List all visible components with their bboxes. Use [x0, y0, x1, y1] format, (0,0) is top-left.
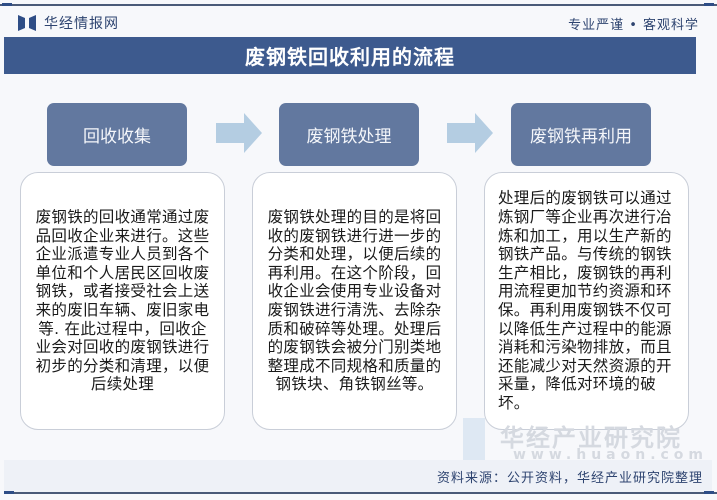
description-card-collection: 废钢铁的回收通常通过废品回收企业来进行。这些企业派遣专业人员到各个单位和个人居民…	[20, 172, 225, 430]
logo-text: 华经情报网	[44, 16, 119, 32]
arrow-right-icon	[447, 113, 493, 153]
arrow-right-icon	[216, 113, 262, 153]
step-label: 废钢铁再利用	[530, 127, 632, 147]
description-text: 处理后的废钢铁可以通过炼钢厂等企业再次进行冶炼和加工，用以生产新的钢铁产品。与传…	[498, 189, 672, 412]
logo-icon	[18, 15, 36, 31]
description-text: 废钢铁处理的目的是将回收的废钢铁进行进一步的分类和处理，以便后续的再利用。在这个…	[267, 208, 442, 394]
slogan: 专业严谨 • 客观科学	[568, 18, 699, 33]
step-label: 废钢铁处理	[306, 127, 392, 147]
watermark-logo-shape	[463, 418, 485, 468]
logo: 华经情报网	[18, 13, 119, 33]
watermark-text: 华经产业研究院	[500, 424, 682, 452]
step-box-processing: 废钢铁处理	[279, 103, 419, 166]
page-title: 废钢铁回收利用的流程	[245, 45, 455, 69]
description-card-processing: 废钢铁处理的目的是将回收的废钢铁进行进一步的分类和处理，以便后续的再利用。在这个…	[252, 172, 457, 430]
top-divider	[0, 3, 717, 6]
description-card-reuse: 处理后的废钢铁可以通过炼钢厂等企业再次进行冶炼和加工，用以生产新的钢铁产品。与传…	[484, 172, 689, 430]
source-note: 资料来源：公开资料，华经产业研究院整理	[436, 471, 703, 486]
bottom-divider	[4, 491, 717, 494]
step-label: 回收收集	[83, 127, 151, 147]
divider-cap	[2, 3, 12, 6]
divider-cap	[704, 3, 714, 6]
description-text: 废钢铁的回收通常通过废品回收企业来进行。这些企业派遣专业人员到各个单位和个人居民…	[35, 208, 210, 394]
header: 华经情报网 专业严谨 • 客观科学	[0, 7, 717, 37]
watermark-url: www.huaon.com	[513, 447, 709, 463]
title-bar: 废钢铁回收利用的流程	[4, 37, 696, 74]
step-box-collection: 回收收集	[47, 103, 187, 166]
divider-cap	[4, 491, 14, 494]
divider-cap	[704, 491, 714, 494]
step-box-reuse: 废钢铁再利用	[511, 103, 651, 166]
footer-band	[4, 460, 712, 492]
